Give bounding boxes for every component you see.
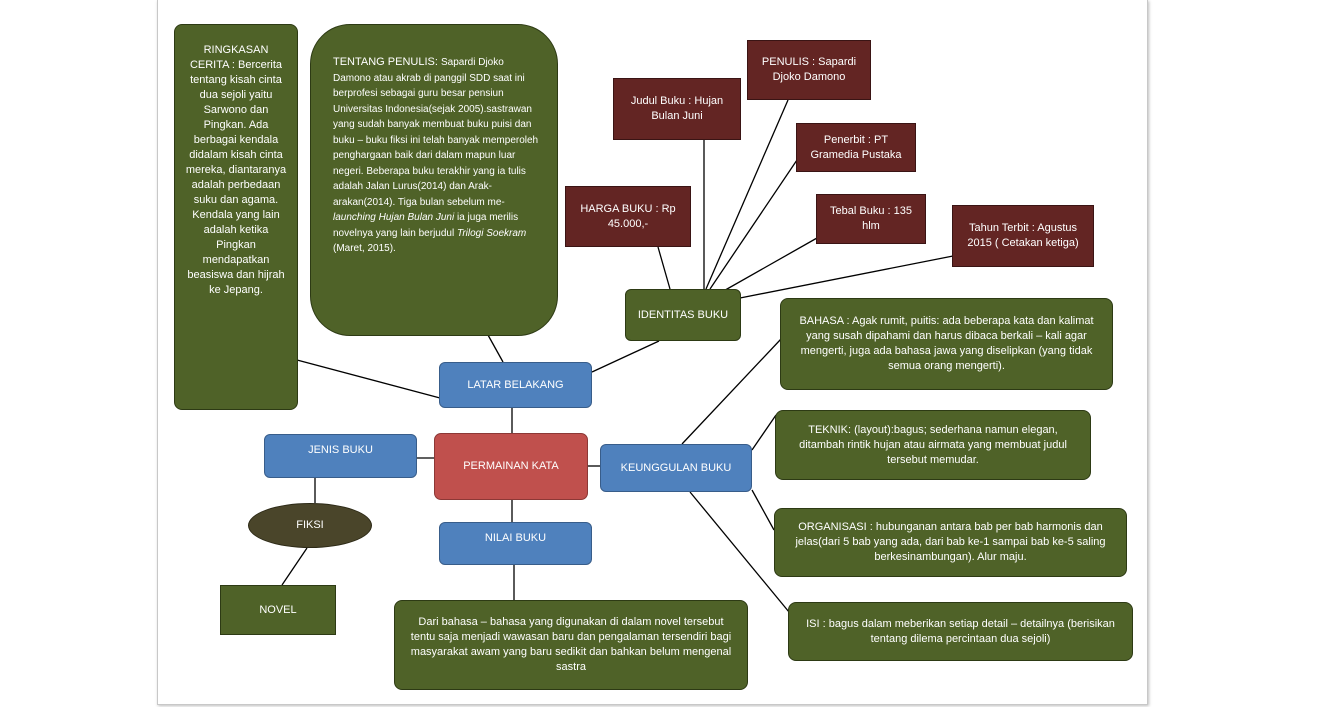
latar-belakang-label: LATAR BELAKANG: [467, 378, 564, 391]
keunggulan-organisasi-heading: ORGANISASI :: [798, 521, 876, 533]
latar-belakang-node: LATAR BELAKANG: [439, 362, 592, 408]
keunggulan-isi-heading: ISI :: [806, 617, 829, 630]
keunggulan-organisasi-text: hubunganan antara bab per bab harmonis d…: [795, 521, 1106, 563]
identitas-penerbit-text: Penerbit : PT Gramedia Pustaka: [810, 133, 902, 161]
nilai-buku-text-box: Dari bahasa – bahasa yang digunakan di d…: [394, 600, 748, 690]
identitas-tebal-text: Tebal Buku : 135 hlm: [830, 205, 912, 232]
keunggulan-teknik-text: (layout):bagus; sederhana namun elegan, …: [799, 423, 1067, 466]
tentang-penulis-text-b: ia juga merilis novelnya yang lain berju…: [333, 212, 519, 239]
novel-label: NOVEL: [259, 603, 297, 616]
tentang-penulis-box: TENTANG PENULIS: Sapardi Djoko Damono at…: [310, 24, 558, 336]
identitas-judul-text: Judul Buku : Hujan Bulan Juni: [630, 95, 724, 122]
nilai-buku-text: Dari bahasa – bahasa yang digunakan di d…: [410, 616, 732, 673]
identitas-harga-box: HARGA BUKU : Rp 45.000,-: [565, 186, 691, 247]
nilai-buku-label: NILAI BUKU: [484, 532, 547, 544]
keunggulan-buku-label: KEUNGGULAN BUKU: [620, 461, 732, 474]
keunggulan-bahasa-heading: BAHASA :: [799, 315, 853, 327]
tentang-penulis-italic-b: Trilogi Soekram: [456, 227, 527, 239]
jenis-buku-label: JENIS BUKU: [308, 444, 373, 456]
keunggulan-bahasa-text: Agak rumit, puitis: ada beberapa kata da…: [800, 315, 1094, 372]
keunggulan-isi-text: bagus dalam meberikan setiap detail – de…: [828, 617, 1115, 645]
identitas-harga-text: HARGA BUKU : Rp 45.000,-: [580, 202, 676, 230]
identitas-penulis-text: PENULIS : Sapardi Djoko Damono: [761, 56, 857, 83]
fiksi-label: FIKSI: [296, 519, 324, 531]
identitas-tahun-text: Tahun Terbit : Agustus 2015 ( Cetakan ke…: [967, 222, 1079, 249]
keunggulan-teknik-heading: TEKNIK:: [808, 423, 855, 436]
keunggulan-organisasi-box: ORGANISASI : hubunganan antara bab per b…: [774, 508, 1127, 577]
keunggulan-bahasa-box: BAHASA : Agak rumit, puitis: ada beberap…: [780, 298, 1113, 390]
keunggulan-buku-node: KEUNGGULAN BUKU: [600, 444, 752, 492]
fiksi-oval: FIKSI: [248, 503, 372, 548]
tentang-penulis-text-a: Sapardi Djoko Damono atau akrab di pangg…: [333, 57, 539, 208]
identitas-tahun-box: Tahun Terbit : Agustus 2015 ( Cetakan ke…: [952, 205, 1094, 267]
permainan-kata-center: PERMAINAN KATA: [434, 433, 588, 500]
identitas-buku-label: IDENTITAS BUKU: [637, 308, 729, 321]
permainan-kata-label: PERMAINAN KATA: [463, 460, 559, 472]
novel-box: NOVEL: [220, 585, 336, 635]
nilai-buku-node: NILAI BUKU: [439, 522, 592, 565]
identitas-penerbit-box: Penerbit : PT Gramedia Pustaka: [796, 123, 916, 172]
identitas-judul-box: Judul Buku : Hujan Bulan Juni: [613, 78, 741, 140]
keunggulan-isi-box: ISI : bagus dalam meberikan setiap detai…: [788, 602, 1133, 661]
jenis-buku-node: JENIS BUKU: [264, 434, 417, 478]
tentang-penulis-text-c: (Maret, 2015).: [333, 243, 396, 254]
ringkasan-heading: RINGKASAN CERITA :: [189, 44, 269, 71]
ringkasan-text: Bercerita tentang kisah cinta dua sejoli…: [185, 59, 287, 296]
identitas-tebal-box: Tebal Buku : 135 hlm: [816, 194, 926, 244]
tentang-penulis-heading: TENTANG PENULIS:: [333, 56, 441, 68]
tentang-penulis-italic-a: launching Hujan Bulan Juni: [333, 212, 455, 223]
identitas-buku-node: IDENTITAS BUKU: [625, 289, 741, 341]
identitas-penulis-box: PENULIS : Sapardi Djoko Damono: [747, 40, 871, 100]
ringkasan-cerita-box: RINGKASAN CERITA : Bercerita tentang kis…: [174, 24, 298, 410]
keunggulan-teknik-box: TEKNIK: (layout):bagus; sederhana namun …: [775, 410, 1091, 480]
